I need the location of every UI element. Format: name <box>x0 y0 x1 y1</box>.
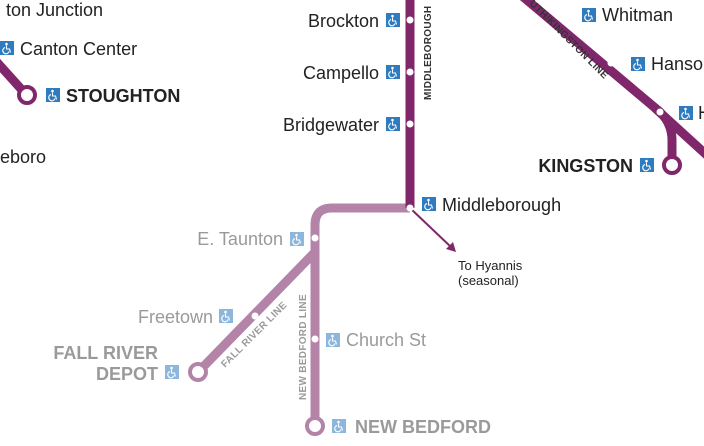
station-label[interactable]: eboro <box>0 147 46 167</box>
wheelchair-icon <box>385 64 401 80</box>
hyannis-note: To Hyannis <box>458 258 523 273</box>
station-label[interactable]: Campello <box>303 63 379 83</box>
wheelchair-icon <box>218 308 234 324</box>
station-label[interactable]: Canton Center <box>20 39 137 59</box>
wheelchair-icon <box>331 418 347 434</box>
station-label[interactable]: STOUGHTON <box>66 86 180 106</box>
station-label[interactable]: H <box>698 103 704 123</box>
station-label[interactable]: E. Taunton <box>197 229 283 249</box>
fall-river-line <box>200 248 319 370</box>
wheelchair-icon <box>0 40 15 56</box>
station-label[interactable]: Hanso <box>651 54 703 74</box>
station-label[interactable]: KINGSTON <box>538 156 633 176</box>
brockton-dot[interactable] <box>406 16 414 24</box>
middleborough-dot[interactable] <box>406 204 414 212</box>
wheelchair-icon <box>385 12 401 28</box>
plymouth-line <box>651 104 704 159</box>
wheelchair-icon <box>45 87 61 103</box>
hyannis-note: (seasonal) <box>458 273 519 288</box>
wheelchair-icon <box>630 56 646 72</box>
new-bedford-line <box>310 203 410 418</box>
fall-river-terminal[interactable] <box>188 362 208 382</box>
stoughton-line <box>0 58 26 94</box>
station-label[interactable]: Church St <box>346 330 426 350</box>
new-bedford-terminal[interactable] <box>305 416 325 436</box>
station-label[interactable]: Freetown <box>138 307 213 327</box>
wheelchair-icon <box>164 364 180 380</box>
wheelchair-icon <box>385 116 401 132</box>
freetown-dot[interactable] <box>251 312 259 320</box>
station-label[interactable]: Bridgewater <box>283 115 379 135</box>
stoughton-terminal[interactable] <box>17 85 37 105</box>
station-label[interactable]: NEW BEDFORD <box>355 417 491 437</box>
campello-dot[interactable] <box>406 68 414 76</box>
wheelchair-icon <box>289 231 305 247</box>
wheelchair-icon <box>678 105 694 121</box>
station-label[interactable]: Brockton <box>308 11 379 31</box>
wheelchair-icon <box>639 157 655 173</box>
station-label[interactable]: Whitman <box>602 5 673 25</box>
station-label[interactable]: Middleborough <box>442 195 561 215</box>
station-dots <box>251 10 664 343</box>
kingston-terminal[interactable] <box>662 155 682 175</box>
hanson-dot[interactable] <box>607 59 615 67</box>
station-label[interactable]: ton Junction <box>6 0 103 20</box>
halifax-dot[interactable] <box>656 108 664 116</box>
line-label: NEW BEDFORD LINE <box>298 294 309 400</box>
line-label: MIDDLEBOROUGH <box>423 6 434 100</box>
e-taunton-dot[interactable] <box>311 234 319 242</box>
station-label[interactable]: FALL RIVER <box>53 343 158 363</box>
church-st-dot[interactable] <box>311 335 319 343</box>
wheelchair-icon <box>421 196 437 212</box>
wheelchair-icon <box>581 7 597 23</box>
whitman-dot[interactable] <box>558 10 566 18</box>
wheelchair-icon <box>325 332 341 348</box>
bridgewater-dot[interactable] <box>406 120 414 128</box>
station-label[interactable]: DEPOT <box>96 364 158 384</box>
line-label: UTH/KINGSTON LINE <box>527 0 610 82</box>
arrow-head-icon <box>446 242 456 252</box>
hyannis-arrow <box>409 207 452 248</box>
